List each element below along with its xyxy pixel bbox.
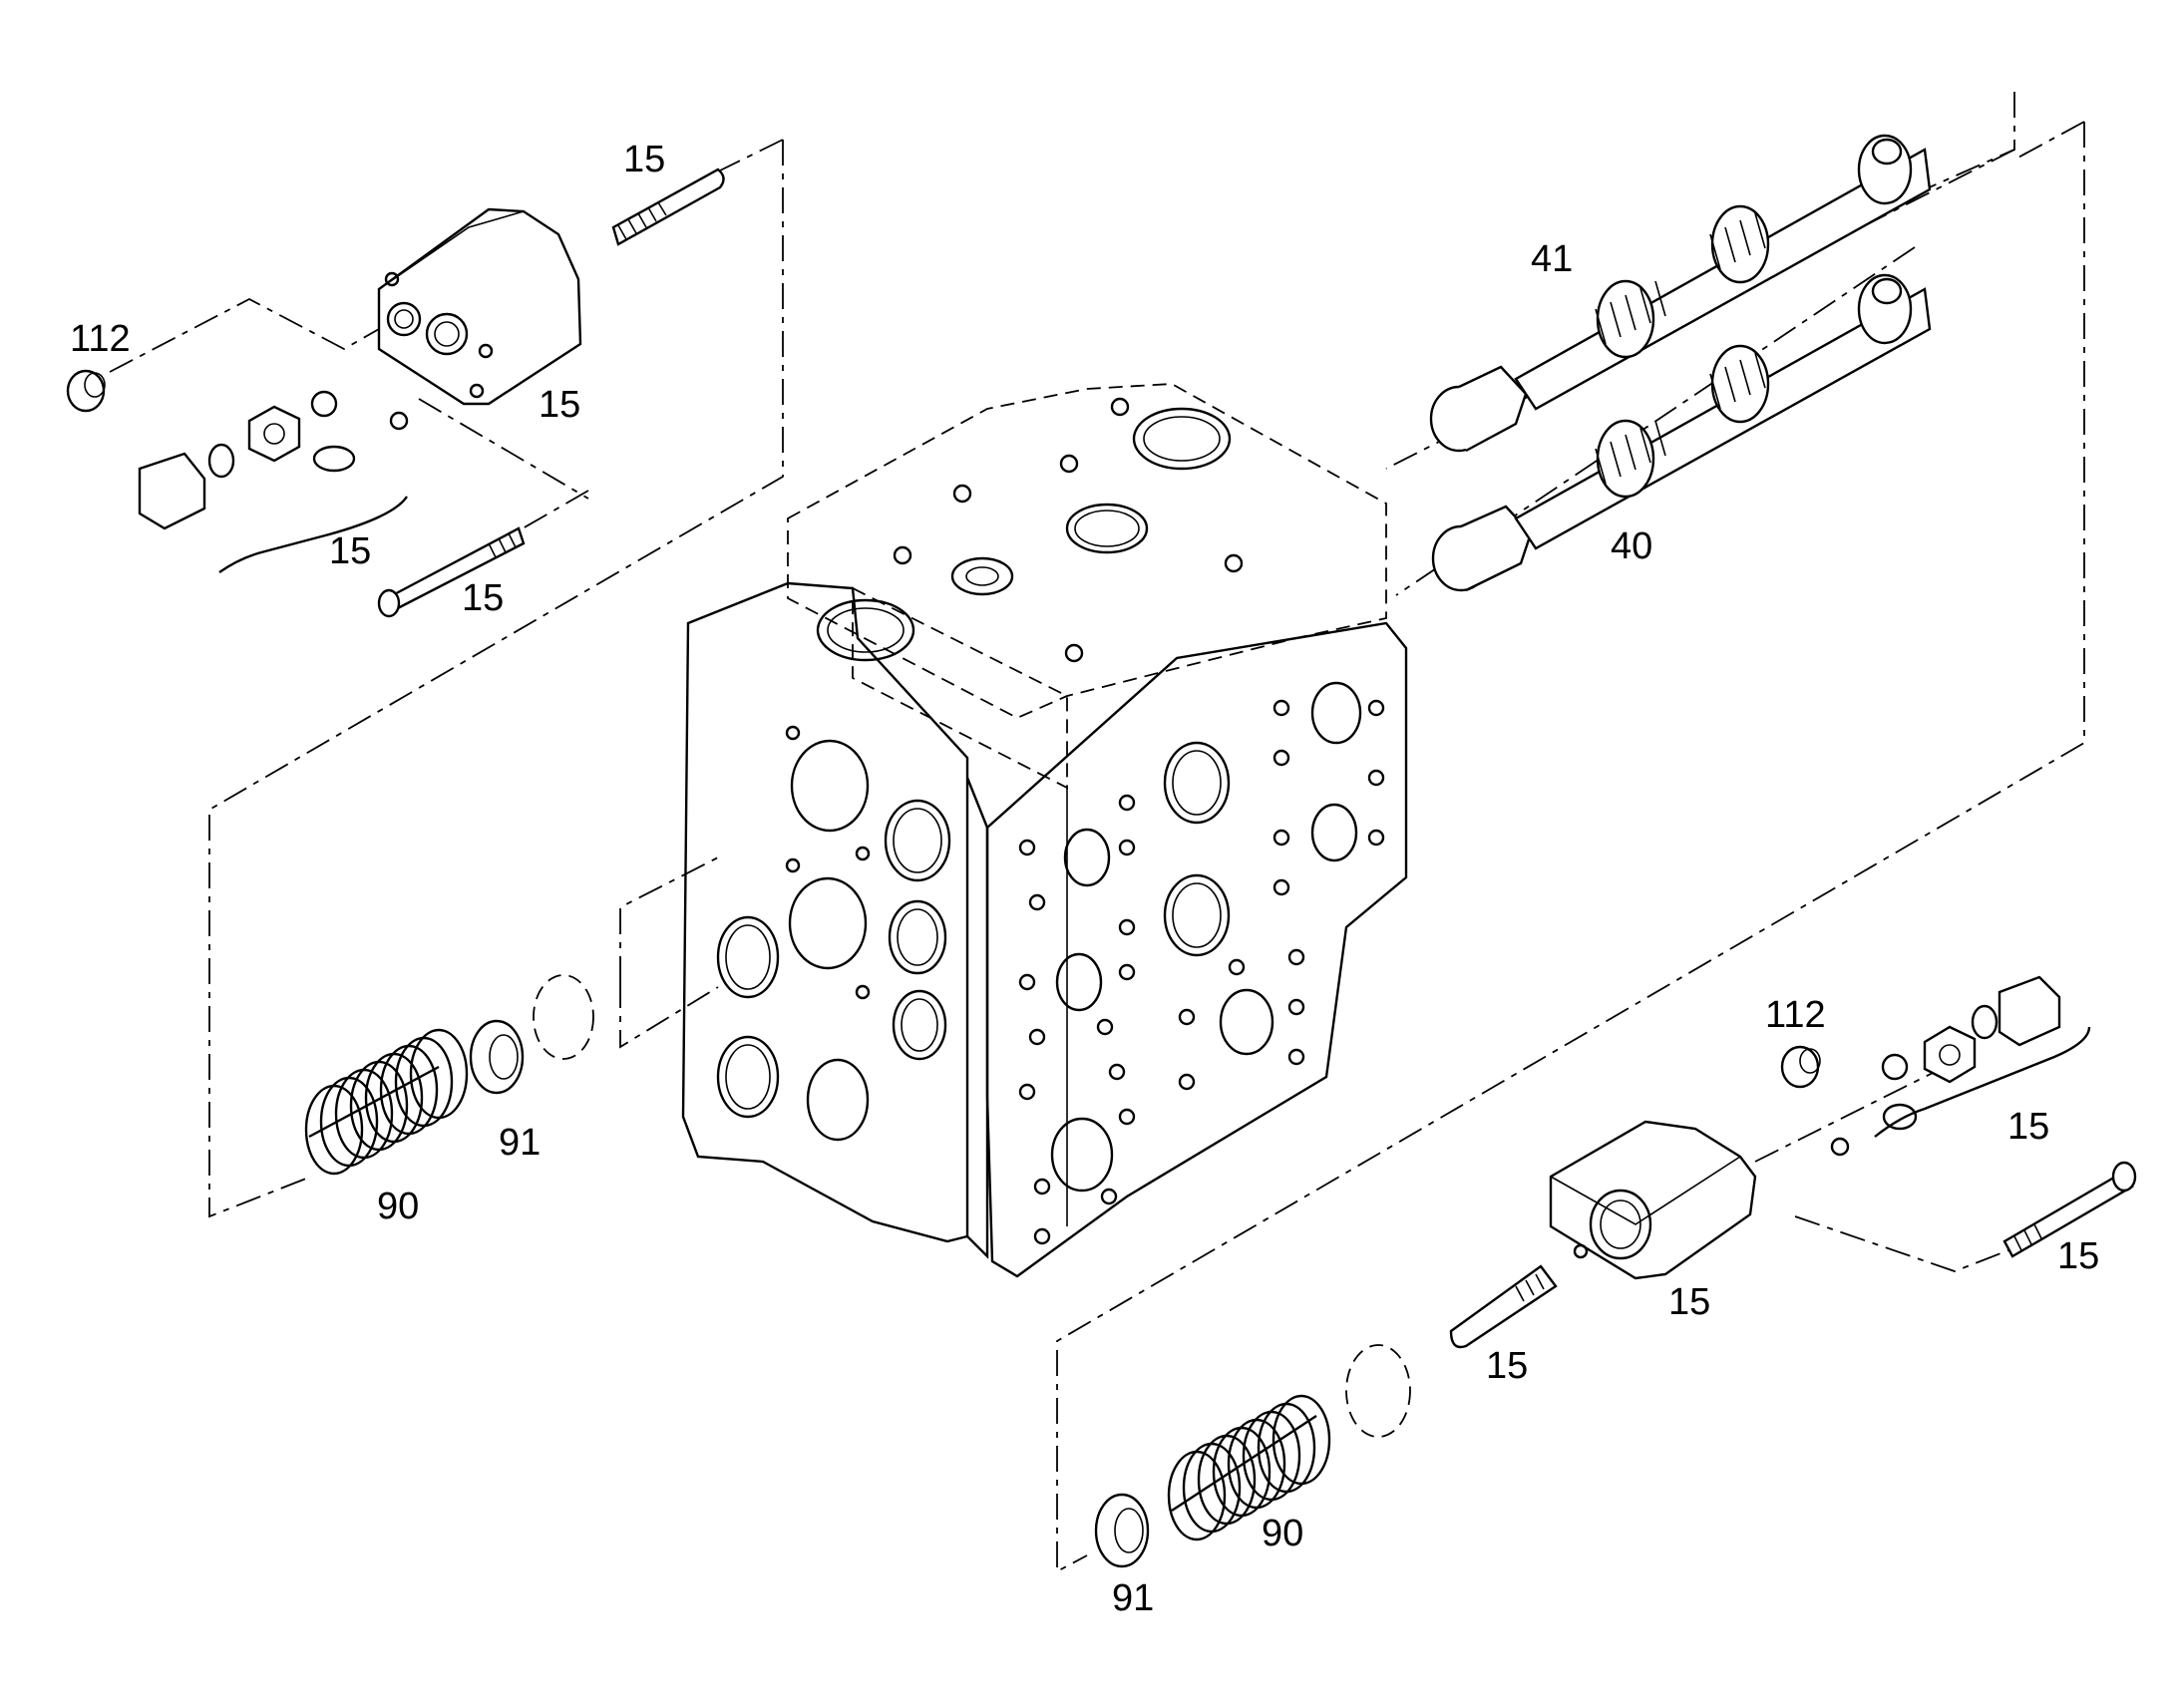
right-pin [1449, 1264, 1558, 1349]
callout-15-right-pin: 15 [1486, 1345, 1528, 1387]
right-plug-112 [1780, 1045, 1821, 1089]
left-bracket-15 [218, 496, 409, 573]
left-cover [377, 207, 582, 406]
spool-41 [1429, 134, 1932, 453]
right-seat-91 [1094, 1493, 1150, 1568]
callout-labels: 15 112 15 15 15 41 40 91 90 112 15 15 15… [70, 139, 2099, 1619]
callout-112-left: 112 [70, 318, 131, 360]
callout-91-left: 91 [499, 1122, 541, 1164]
callout-41: 41 [1531, 238, 1573, 280]
callout-15-left-cover: 15 [539, 384, 580, 426]
right-cover [1549, 1120, 1757, 1280]
callout-15-right-bracket: 15 [2007, 1106, 2049, 1148]
callout-112-right: 112 [1765, 994, 1826, 1036]
callout-15-left-bolt: 15 [462, 577, 504, 619]
right-small-parts [1830, 975, 2061, 1157]
callout-15-left-bracket: 15 [329, 530, 371, 572]
callout-40: 40 [1611, 525, 1652, 567]
left-bolt [377, 526, 526, 618]
left-pin [611, 168, 725, 246]
left-oring [533, 974, 594, 1060]
body-small-holes [1018, 699, 1385, 1245]
right-oring [1345, 1344, 1411, 1438]
callout-90-left: 90 [377, 1186, 419, 1227]
callout-15-right-cover: 15 [1668, 1281, 1710, 1323]
callout-15-top-pin: 15 [623, 139, 665, 180]
callout-15-right-bolt: 15 [2057, 1235, 2099, 1277]
left-seat-91 [469, 1019, 525, 1095]
left-small-parts [138, 390, 409, 530]
right-bracket-15 [1874, 1026, 2091, 1138]
callout-90-right: 90 [1262, 1513, 1303, 1554]
valve-body [681, 383, 1408, 1278]
callout-91-right: 91 [1112, 1577, 1154, 1619]
left-spring-90 [304, 1028, 469, 1176]
left-plug-112 [66, 369, 106, 413]
right-spring-90 [1167, 1394, 1331, 1541]
right-bolt [2002, 1161, 2137, 1258]
spool-40 [1431, 273, 1932, 592]
